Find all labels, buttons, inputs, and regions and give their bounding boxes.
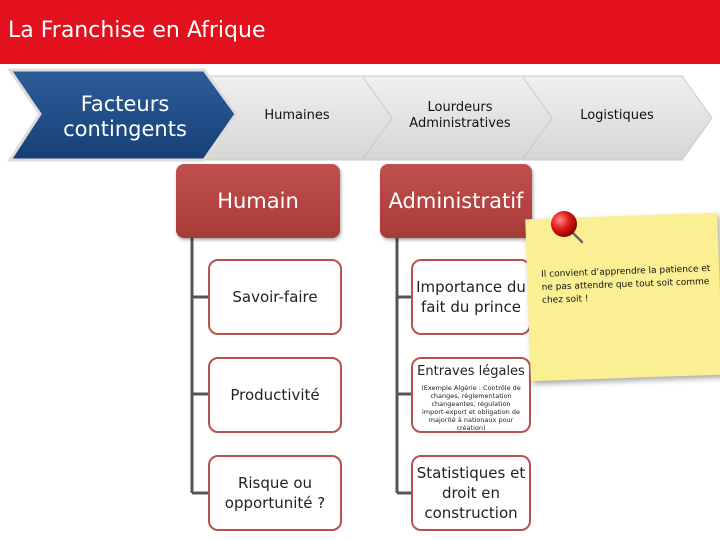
header-humain: Humain bbox=[176, 164, 340, 238]
item-entraves-label: Entraves légales bbox=[417, 364, 525, 379]
item-statistiques: Statistiques et droit en construction bbox=[411, 455, 531, 531]
sticky-note-text: Il convient d’apprendre la patience et n… bbox=[541, 263, 711, 306]
item-entraves: Entraves légales (Exemple Algérie : Cont… bbox=[411, 357, 531, 433]
item-entraves-note: (Exemple Algérie : Contrôle de changes, … bbox=[421, 383, 521, 433]
chevron-label-facteurs: Facteurs contingents bbox=[63, 91, 187, 141]
chevron-label-lourdeurs: Lourdeurs Administratives bbox=[409, 99, 511, 131]
header-administratif: Administratif bbox=[380, 164, 532, 238]
chevron-label-humaines: Humaines bbox=[264, 107, 330, 123]
item-productivite: Productivité bbox=[208, 357, 342, 433]
item-savoir-faire: Savoir-faire bbox=[208, 259, 342, 335]
item-importance: Importance du fait du prince bbox=[411, 259, 531, 335]
item-risque: Risque ou opportunité ? bbox=[208, 455, 342, 531]
pushpin-icon bbox=[551, 211, 584, 244]
title-bar: La Franchise en Afrique bbox=[0, 0, 720, 64]
page-title: La Franchise en Afrique bbox=[8, 18, 266, 43]
chevron-label-logistiques: Logistiques bbox=[580, 107, 654, 123]
